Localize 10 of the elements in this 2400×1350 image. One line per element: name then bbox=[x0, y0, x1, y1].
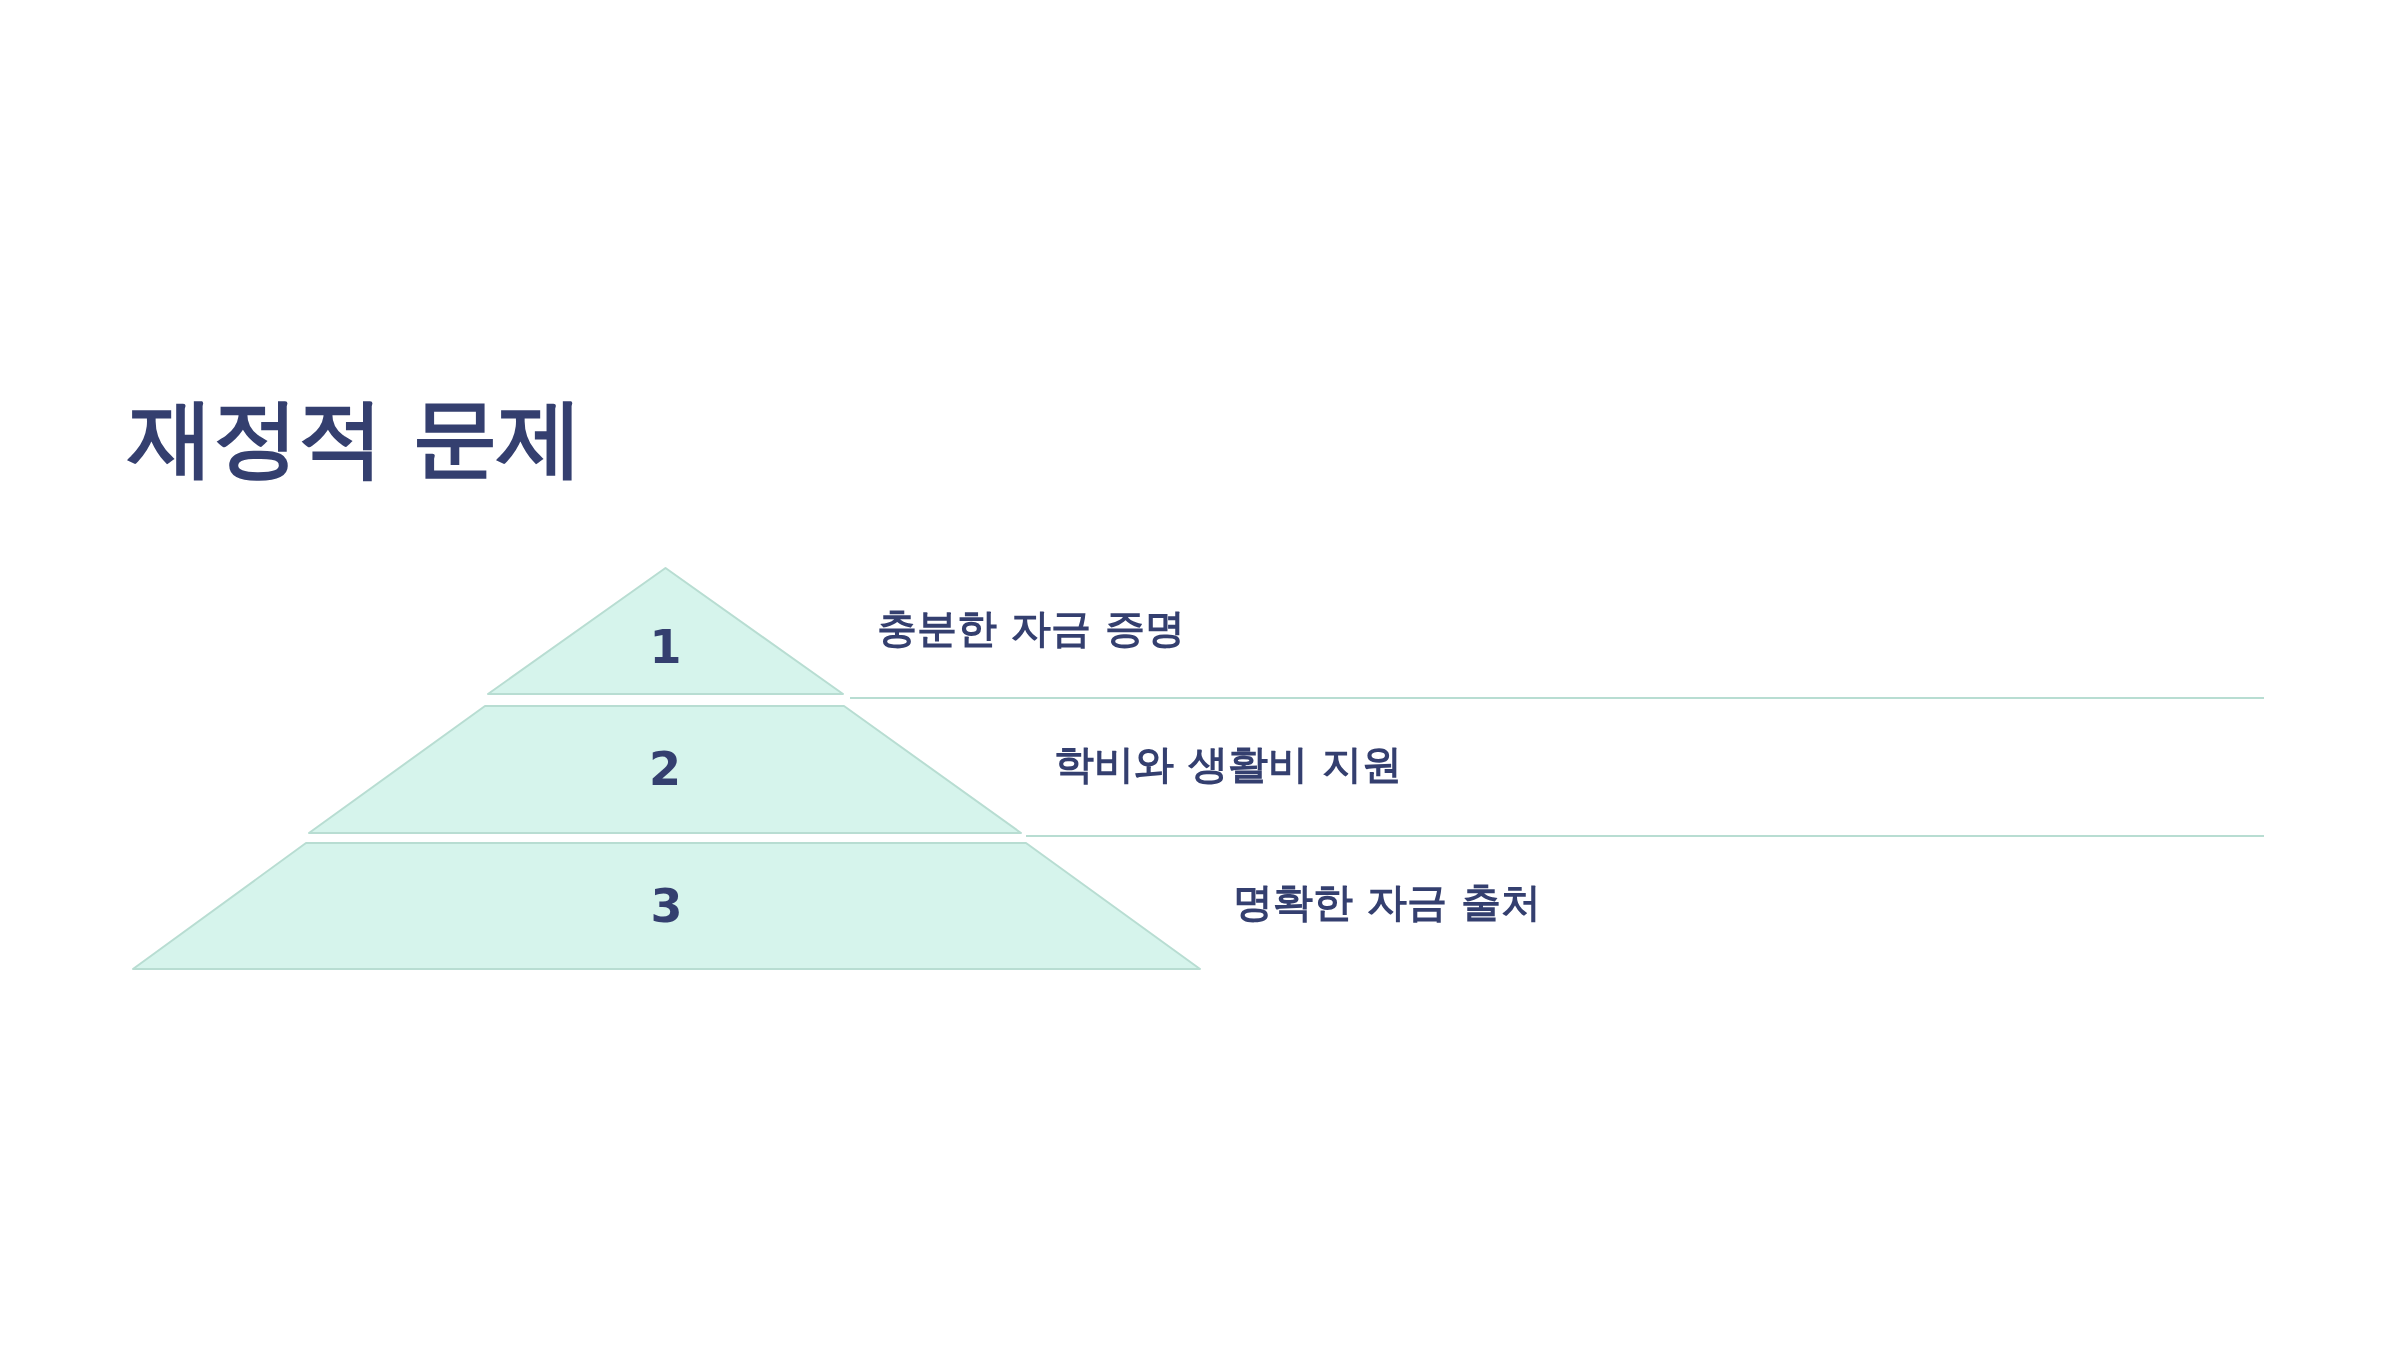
pyramid-tier bbox=[308, 705, 1022, 834]
pyramid-tier bbox=[132, 842, 1201, 970]
tier-label: 명확한 자금 출처 bbox=[1233, 878, 1541, 926]
tier-number: 2 bbox=[649, 746, 681, 792]
tier-number: 1 bbox=[649, 624, 682, 670]
tier-label: 충분한 자금 증명 bbox=[877, 604, 1185, 652]
tier-label: 학비와 생활비 지원 bbox=[1054, 740, 1402, 788]
pyramid-tier bbox=[487, 567, 844, 695]
title: 재정적 문제 bbox=[128, 387, 582, 487]
tier-number: 3 bbox=[650, 883, 683, 929]
